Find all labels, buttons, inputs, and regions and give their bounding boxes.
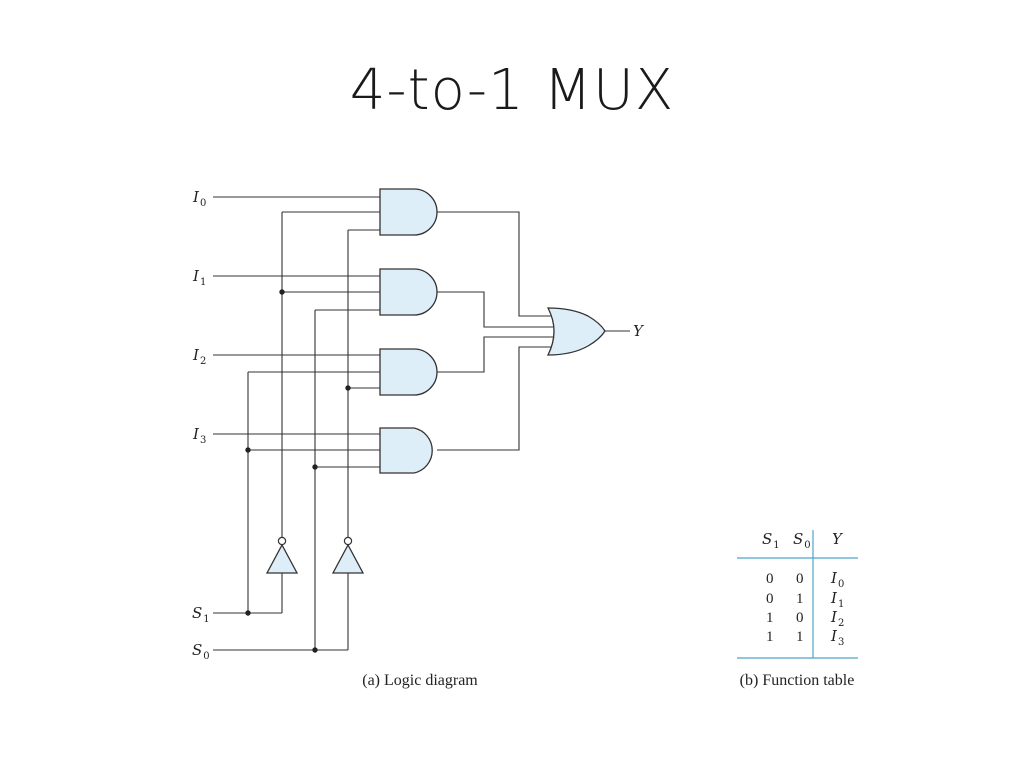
input-label-i1: I1 [192, 267, 206, 288]
table-header-s0: S0 [793, 530, 811, 551]
table-caption: (b) Function table [740, 672, 855, 689]
junction-dots [245, 289, 351, 653]
cell-y: I0 [830, 569, 844, 590]
cell-y: I3 [830, 627, 844, 648]
table-row: 1 0 I2 [766, 608, 844, 629]
cell-s1: 1 [766, 629, 774, 645]
not-gate-s1 [265, 536, 299, 574]
input-label-i2: I2 [192, 346, 206, 367]
cell-s1: 0 [766, 591, 774, 607]
and-gate-2 [379, 348, 438, 396]
wires [213, 196, 630, 651]
input-label-i0: I0 [192, 188, 206, 209]
table-row: 0 0 I0 [766, 569, 844, 590]
select-label-s1: S1 [192, 604, 210, 625]
table-header-y: Y [832, 530, 844, 548]
cell-s0: 0 [796, 571, 804, 587]
cell-s0: 1 [796, 591, 804, 607]
output-label-y: Y [633, 322, 645, 340]
select-label-s0: S0 [192, 641, 210, 662]
cell-s0: 1 [796, 629, 804, 645]
not-gate-s0 [331, 536, 365, 574]
table-row: 0 1 I1 [766, 589, 844, 610]
slide-title: 4-to-1 MUX [349, 58, 675, 123]
cell-y: I1 [830, 589, 844, 610]
table-header-s1: S1 [762, 530, 780, 551]
or-gate [546, 307, 606, 356]
cell-s1: 0 [766, 571, 774, 587]
diagram-caption: (a) Logic diagram [362, 672, 478, 689]
cell-s0: 0 [796, 610, 804, 626]
input-label-i3: I3 [192, 425, 206, 446]
table-row: 1 1 I3 [766, 627, 844, 648]
cell-s1: 1 [766, 610, 774, 626]
and-gate-3 [379, 427, 433, 474]
function-table: S1 S0 Y 0 0 I0 0 1 I1 1 0 I2 1 1 I3 (b) … [737, 530, 858, 689]
cell-y: I2 [830, 608, 844, 629]
and-gate-1 [379, 268, 438, 316]
and-gate-0 [379, 188, 438, 236]
